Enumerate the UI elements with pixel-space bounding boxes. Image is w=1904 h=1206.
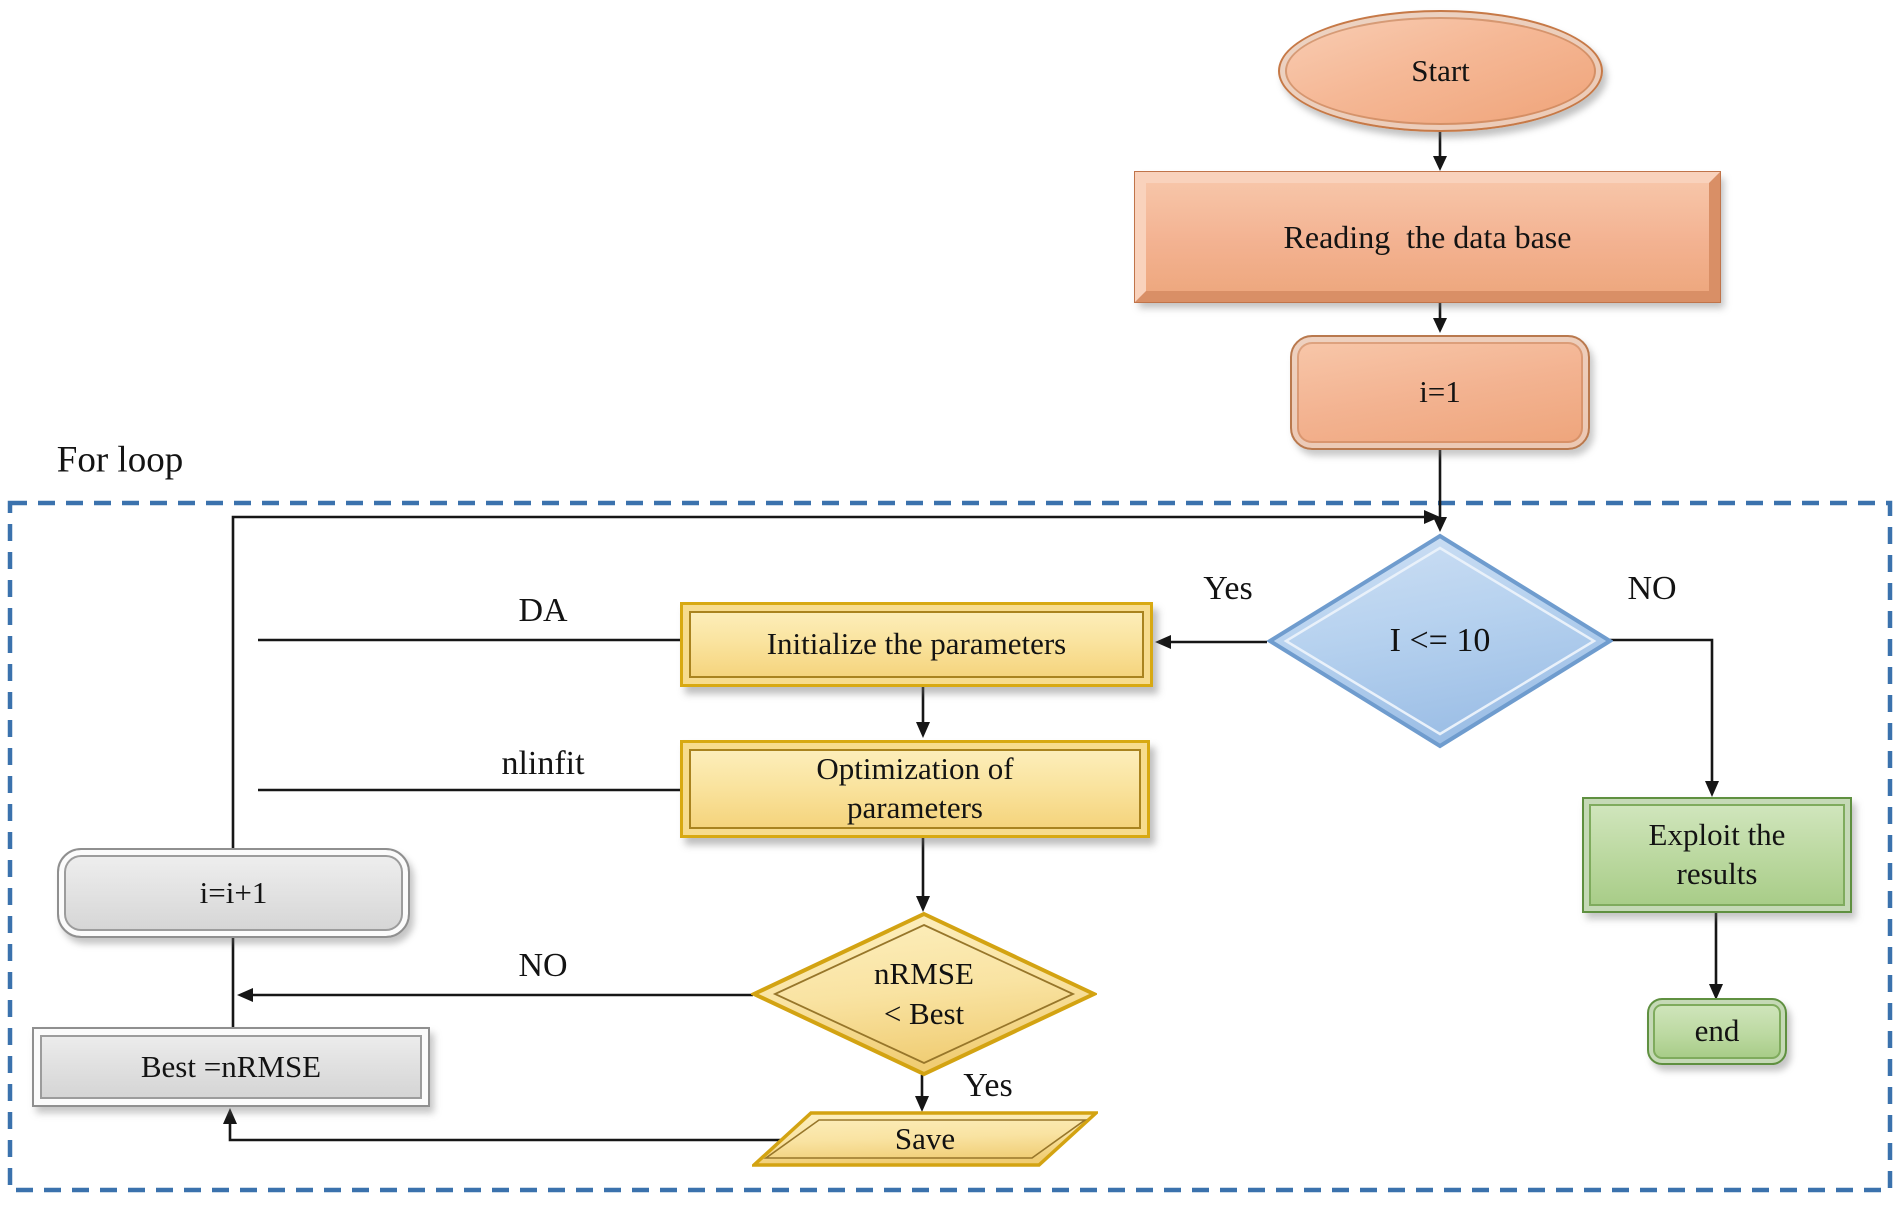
for-loop-label: For loop bbox=[56, 439, 184, 481]
node-increment-i: i=i+1 bbox=[57, 848, 410, 938]
node-start-label: Start bbox=[1411, 52, 1470, 88]
loop-condition-diamond-shape bbox=[1267, 533, 1613, 749]
node-start: Start bbox=[1278, 10, 1603, 132]
node-loop-condition: I <= 10 bbox=[1267, 533, 1613, 749]
node-initialize-parameters: Initialize the parameters bbox=[680, 602, 1153, 687]
edge-label-yes-nrmse: Yes bbox=[963, 1067, 1013, 1104]
arrowheads bbox=[223, 156, 1723, 1124]
edge-label-da: DA bbox=[518, 592, 568, 629]
node-nrmse-condition-label: nRMSE < Best bbox=[874, 955, 974, 1031]
node-best-nrmse-label: Best =nRMSE bbox=[140, 1048, 322, 1084]
edge-label-yes-loop: Yes bbox=[1203, 570, 1253, 607]
node-loop-condition-label: I <= 10 bbox=[1389, 621, 1491, 659]
save-parallelogram-shape bbox=[752, 1111, 1098, 1167]
node-optimization-parameters: Optimization of parameters bbox=[680, 740, 1150, 838]
node-optimization-parameters-label: Optimization of parameters bbox=[816, 751, 1014, 825]
node-end-label: end bbox=[1694, 1013, 1740, 1049]
node-increment-i-label: i=i+1 bbox=[199, 874, 268, 910]
node-i-equals-1-label: i=1 bbox=[1419, 374, 1461, 410]
node-reading-database-label: Reading the data base bbox=[1283, 219, 1572, 255]
edge-label-no-nrmse: NO bbox=[518, 947, 568, 984]
edge-label-nlinfit: nlinfit bbox=[501, 745, 585, 782]
node-exploit-results: Exploit the results bbox=[1582, 797, 1852, 913]
node-save-label: Save bbox=[894, 1120, 956, 1156]
edge-label-no-loop: NO bbox=[1627, 570, 1677, 607]
node-i-equals-1: i=1 bbox=[1290, 335, 1590, 450]
connector-lines bbox=[228, 132, 1718, 1142]
node-exploit-results-label: Exploit the results bbox=[1648, 817, 1786, 891]
nrmse-diamond-shape bbox=[751, 911, 1097, 1077]
for-loop-dashed-border bbox=[7, 500, 1893, 1193]
node-nrmse-condition: nRMSE < Best bbox=[751, 911, 1097, 1077]
node-initialize-parameters-label: Initialize the parameters bbox=[766, 626, 1067, 662]
node-end: end bbox=[1647, 998, 1787, 1065]
node-save: Save bbox=[752, 1111, 1098, 1167]
node-reading-database: Reading the data base bbox=[1134, 171, 1721, 303]
node-best-nrmse: Best =nRMSE bbox=[32, 1027, 430, 1107]
